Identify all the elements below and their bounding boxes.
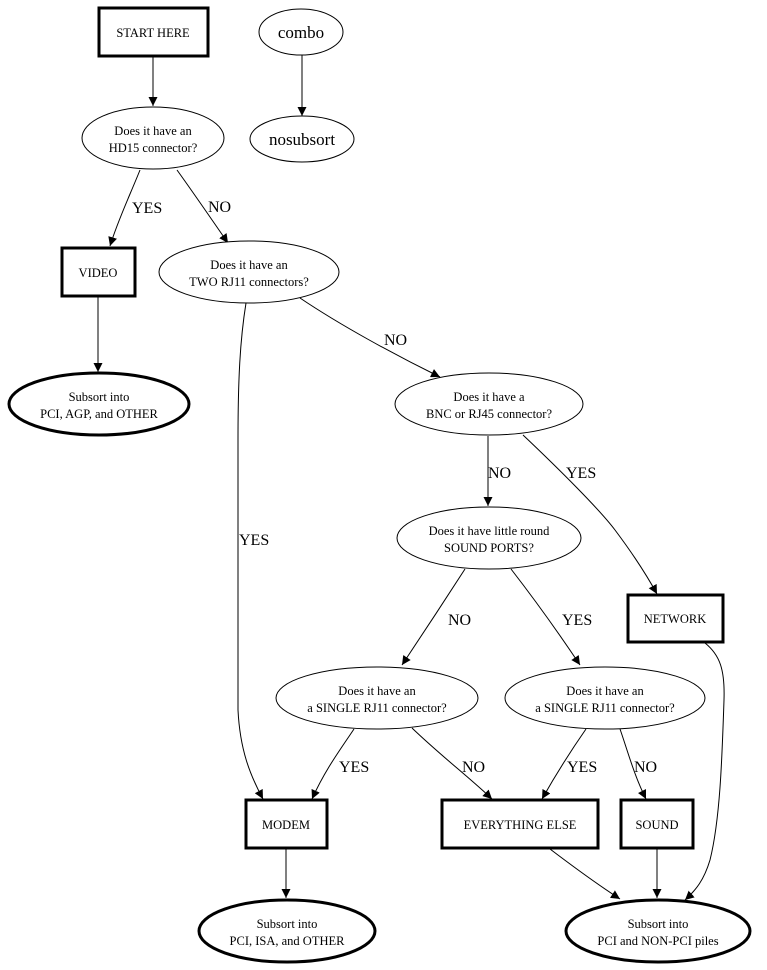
edge-label-bnc-yes: YES [566, 465, 596, 482]
node-label-line-2: PCI, ISA, and OTHER [230, 934, 346, 948]
node-subsort-nonpci[interactable]: Subsort into PCI and NON-PCI piles [564, 898, 752, 964]
node-label: nosubsort [269, 130, 335, 149]
edge-label-left-yes: YES [339, 759, 369, 776]
node-label-line-2: SOUND PORTS? [444, 541, 534, 555]
edge-label-two-yes: YES [239, 532, 269, 549]
node-bnc-rj45-question[interactable]: Does it have a BNC or RJ45 connector? [394, 372, 584, 436]
node-nosubsort[interactable]: nosubsort [249, 115, 355, 163]
edge-label-sound-yes: YES [562, 612, 592, 629]
node-label-line-1: Does it have an [566, 684, 644, 698]
node-label-line-1: Subsort into [69, 390, 130, 404]
edge-left-to-modem [311, 728, 355, 800]
node-hd15-question[interactable]: Does it have an HD15 connector? [81, 106, 225, 170]
node-label-line-1: Does it have an [338, 684, 416, 698]
node-label-line-1: Does it have little round [429, 524, 551, 538]
edge-sound-ports-to-left [401, 568, 466, 666]
node-label-line-2: PCI and NON-PCI piles [597, 934, 718, 948]
node-label-line-2: TWO RJ11 connectors? [189, 275, 309, 289]
node-subsort-isa[interactable]: Subsort into PCI, ISA, and OTHER [197, 898, 377, 964]
edge-network-to-subsort-nonpci [684, 642, 725, 901]
node-label-line-2: HD15 connector? [109, 141, 198, 155]
node-label-line-2: a SINGLE RJ11 connector? [307, 701, 447, 715]
node-sound-ports-question[interactable]: Does it have little round SOUND PORTS? [396, 506, 582, 570]
node-label-line-1: Subsort into [257, 917, 318, 931]
node-label: combo [278, 23, 324, 42]
node-combo[interactable]: combo [258, 8, 344, 56]
edge-right-to-sound [619, 728, 647, 800]
node-label: EVERYTHING ELSE [464, 818, 577, 832]
edge-left-to-everything-else [411, 727, 493, 800]
edges [93, 55, 725, 901]
node-network[interactable]: NETWORK [626, 593, 725, 644]
node-subsort-agp[interactable]: Subsort into PCI, AGP, and OTHER [7, 371, 191, 437]
node-label-line-2: BNC or RJ45 connector? [426, 407, 552, 421]
edge-label-right-no: NO [634, 759, 657, 776]
node-label: SOUND [635, 818, 678, 832]
node-two-rj11-question[interactable]: Does it have an TWO RJ11 connectors? [158, 240, 340, 304]
edge-two-rj11-to-modem [237, 302, 264, 800]
node-label-line-1: Does it have an [114, 124, 192, 138]
edge-sound-ports-to-right [510, 568, 581, 666]
node-label: START HERE [116, 26, 190, 40]
edge-label-bnc-no: NO [488, 465, 511, 482]
node-label-line-1: Does it have an [210, 258, 288, 272]
edge-label-sound-no: NO [448, 612, 471, 629]
node-everything-else[interactable]: EVERYTHING ELSE [440, 798, 600, 850]
edge-two-rj11-to-bnc [299, 297, 441, 378]
node-sound[interactable]: SOUND [619, 798, 695, 850]
edge-hd15-to-video [108, 169, 141, 247]
node-label: VIDEO [79, 266, 118, 280]
node-start-here[interactable]: START HERE [97, 6, 210, 58]
node-modem[interactable]: MODEM [244, 798, 329, 850]
node-video[interactable]: VIDEO [60, 246, 137, 298]
node-label: MODEM [262, 818, 310, 832]
node-label: NETWORK [644, 612, 707, 626]
edge-everything-else-to-subsort-nonpci [549, 848, 621, 900]
node-label-line-2: PCI, AGP, and OTHER [40, 407, 158, 421]
node-label-line-2: a SINGLE RJ11 connector? [535, 701, 675, 715]
edge-label-hd15-no: NO [208, 199, 231, 216]
edge-right-to-everything-else [541, 728, 587, 800]
edge-label-hd15-yes: YES [132, 200, 162, 217]
edge-label-two-no: NO [384, 332, 407, 349]
edge-label-right-yes: YES [567, 759, 597, 776]
node-label-line-1: Does it have a [453, 390, 525, 404]
node-label-line-1: Subsort into [628, 917, 689, 931]
edge-hd15-to-two-rj11 [176, 169, 229, 244]
edge-bnc-to-network [522, 434, 658, 595]
node-single-rj11-right-question[interactable]: Does it have an a SINGLE RJ11 connector? [504, 666, 706, 730]
node-single-rj11-left-question[interactable]: Does it have an a SINGLE RJ11 connector? [275, 666, 479, 730]
edge-labels: YES NO NO YES NO YES NO YES YES NO YES N… [132, 199, 657, 776]
edge-label-left-no: NO [462, 759, 485, 776]
